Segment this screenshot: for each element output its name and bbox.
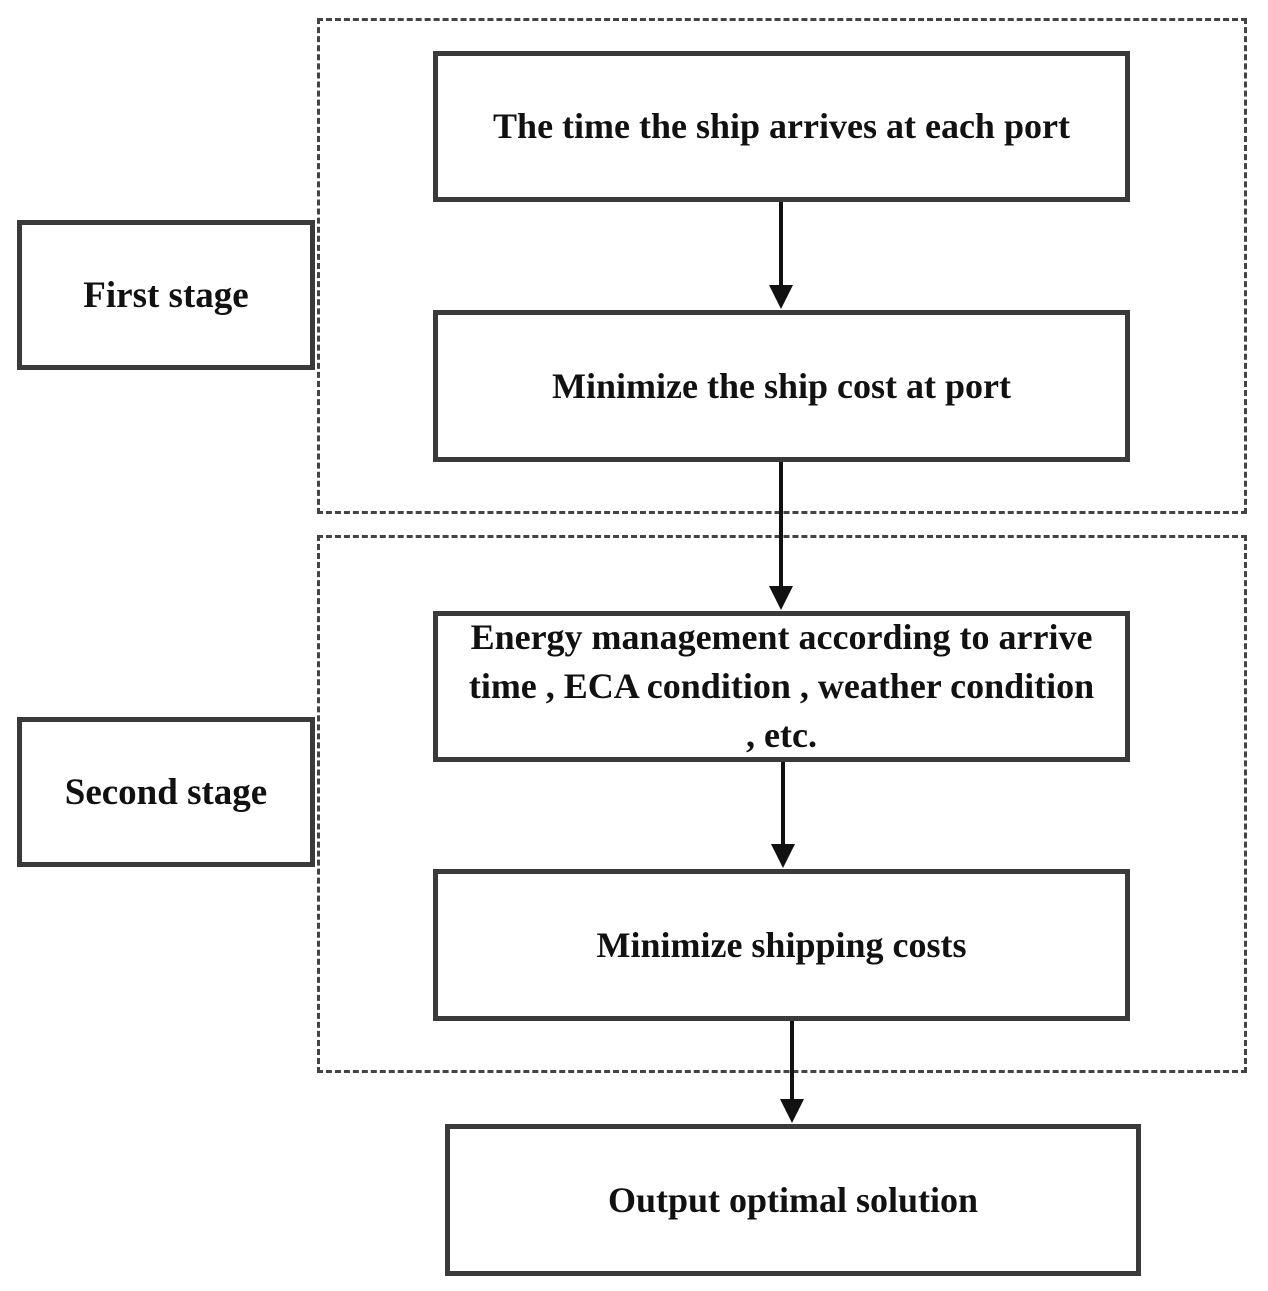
arrival-time-box: The time the ship arrives at each port xyxy=(433,51,1130,202)
output-text: Output optimal solution xyxy=(607,1179,979,1220)
first-stage-text: First stage xyxy=(83,274,249,316)
min-shipping-cost-box: Minimize shipping costs xyxy=(433,869,1130,1021)
min-port-cost-box: Minimize the ship cost at port xyxy=(433,310,1130,462)
min-shipping-cost-text: Minimize shipping costs xyxy=(596,924,967,965)
arrival-time-text: The time the ship arrives at each port xyxy=(493,106,1070,146)
second-stage-text: Second stage xyxy=(64,771,268,813)
second-stage-label: Second stage xyxy=(17,717,315,867)
first-stage-label: First stage xyxy=(17,220,315,370)
min-port-cost-text: Minimize the ship cost at port xyxy=(552,365,1011,406)
energy-management-text: Energy management according to arrive ti… xyxy=(468,617,1095,755)
output-box: Output optimal solution xyxy=(445,1124,1141,1276)
energy-management-box: Energy management according to arrive ti… xyxy=(433,611,1130,762)
